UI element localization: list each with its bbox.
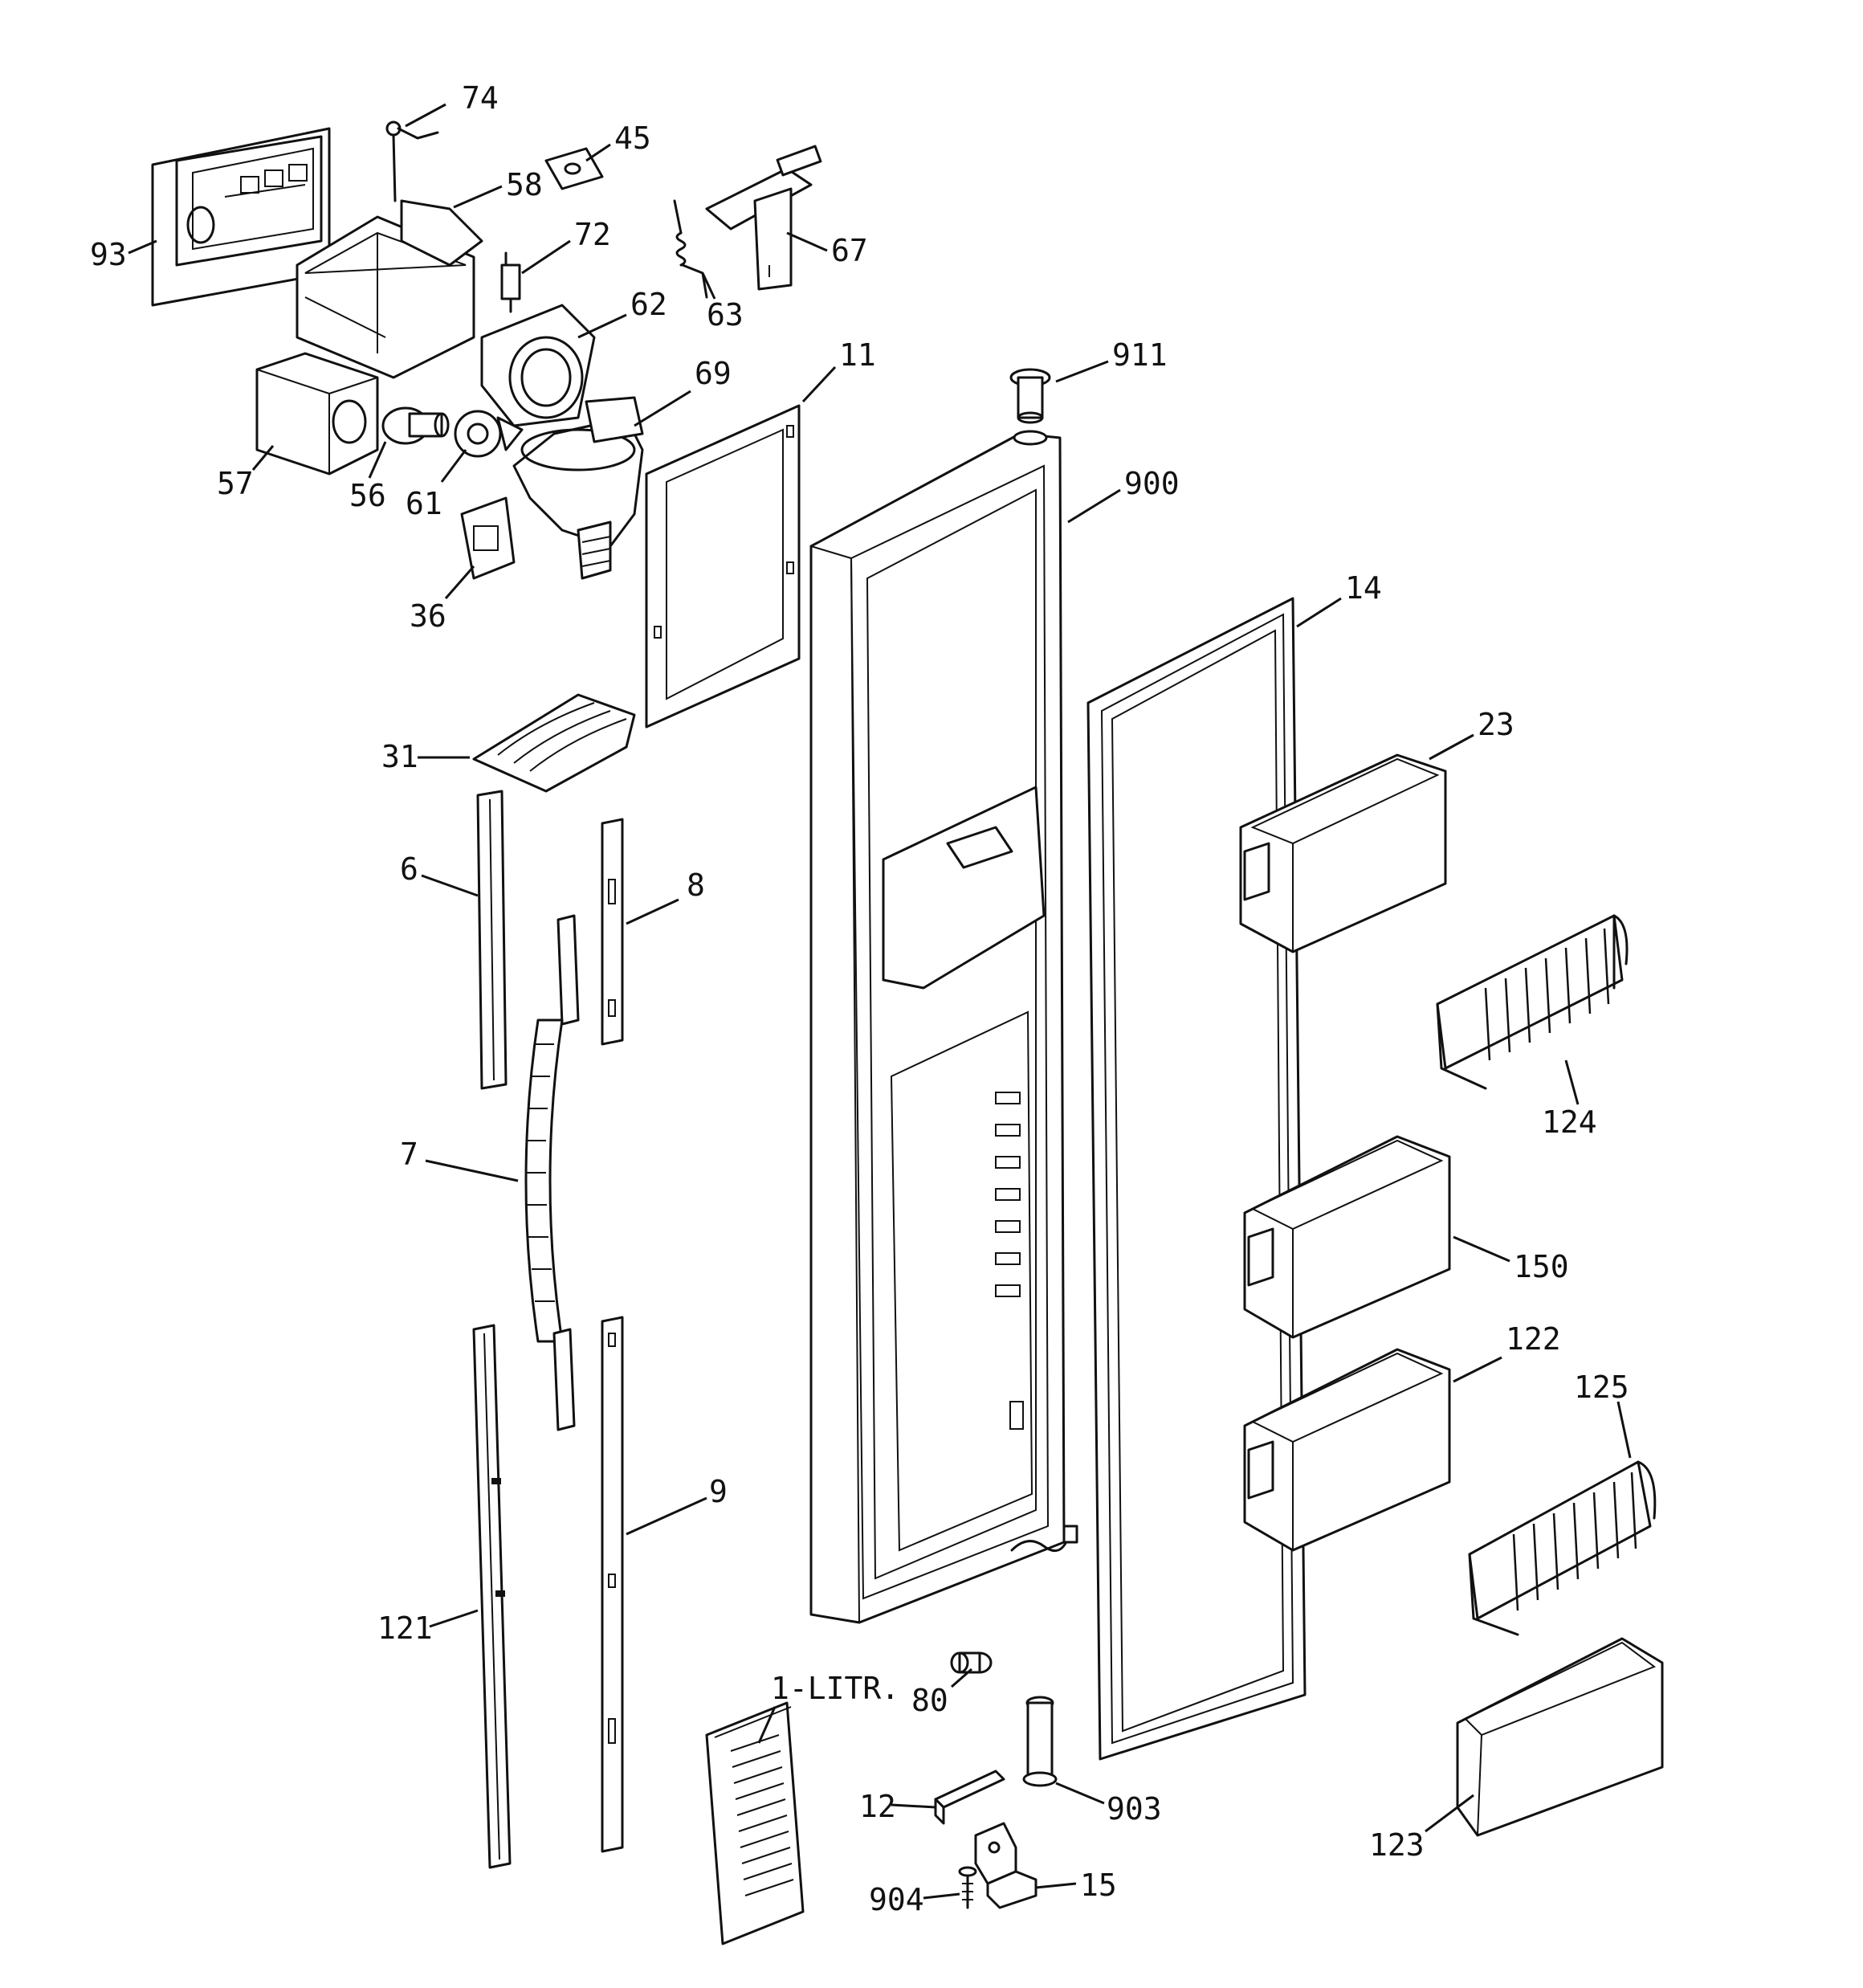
- part-67-bracket: [705, 145, 822, 291]
- callout-124: 124: [1542, 1104, 1597, 1140]
- handle-grip-ribs: [526, 1043, 555, 1302]
- leader-lines: [128, 103, 1632, 1900]
- callout-23: 23: [1478, 707, 1514, 742]
- part-123-door-bin: [1456, 1637, 1664, 1837]
- callout-903: 903: [1107, 1791, 1162, 1827]
- part-14-door-gasket: [1086, 597, 1307, 1761]
- callout-121: 121: [377, 1610, 433, 1646]
- part-8-mounting-strip: [601, 818, 624, 1046]
- part-11-dispenser-frame: [645, 404, 801, 729]
- part-63-spring: [673, 199, 708, 299]
- basket-125-bars: [1512, 1472, 1637, 1611]
- callout-80: 80: [911, 1683, 948, 1718]
- part-124-wire-basket: [1436, 914, 1629, 1090]
- callout-67: 67: [831, 233, 868, 268]
- callout-122: 122: [1506, 1321, 1561, 1357]
- callout-14: 14: [1345, 570, 1382, 606]
- callout-150: 150: [1514, 1249, 1569, 1284]
- callout-15: 15: [1080, 1868, 1117, 1903]
- door-shelf-clips: [995, 1092, 1021, 1297]
- part-23-door-bin: [1239, 753, 1447, 953]
- callout-8: 8: [687, 867, 705, 903]
- part-903-hinge-pin: [1022, 1696, 1058, 1787]
- callout-1-litr: 1-LITR.: [771, 1671, 899, 1706]
- callout-9: 9: [709, 1474, 728, 1509]
- callout-61: 61: [406, 486, 442, 521]
- callout-labels: 74 45 58 93 72 67 63 62 69 11 911 57 56 …: [90, 80, 1629, 1917]
- callout-6: 6: [400, 851, 418, 887]
- callout-911: 911: [1112, 337, 1168, 373]
- part-911-bushing: [1009, 368, 1051, 424]
- part-62-ring-housing: [480, 304, 596, 427]
- part-57-motor-box: [255, 352, 379, 476]
- part-122-door-bin: [1243, 1348, 1451, 1552]
- callout-57: 57: [217, 466, 254, 501]
- part-36-bracket: [460, 496, 516, 580]
- part-7-handle: [524, 914, 580, 1431]
- part-15-hinge: [974, 1822, 1037, 1909]
- part-904-screw: [958, 1866, 977, 1909]
- part-72-switch: [500, 251, 521, 313]
- callout-93: 93: [90, 237, 127, 272]
- callout-11: 11: [839, 337, 876, 373]
- callout-12: 12: [859, 1789, 896, 1824]
- part-93-control-panel: [151, 127, 331, 307]
- callout-123: 123: [1369, 1827, 1425, 1863]
- callout-7: 7: [400, 1137, 418, 1172]
- part-74-spring: [385, 120, 439, 202]
- part-121-trim: [472, 1324, 512, 1869]
- callout-62: 62: [630, 287, 667, 322]
- part-56-coupling: [381, 406, 450, 445]
- callout-63: 63: [707, 297, 744, 333]
- part-61-cam: [454, 410, 524, 458]
- part-58-dispenser-housing: [296, 199, 483, 379]
- callout-56: 56: [349, 478, 386, 513]
- literature-text-lines: [730, 1734, 794, 1896]
- part-6-trim: [476, 790, 508, 1090]
- part-12-bracket: [934, 1770, 1005, 1825]
- callout-36: 36: [410, 598, 446, 634]
- callout-904: 904: [869, 1882, 924, 1917]
- callout-900: 900: [1124, 466, 1180, 501]
- part-69-ice-chute: [512, 396, 644, 580]
- callout-125: 125: [1574, 1370, 1629, 1405]
- callout-58: 58: [506, 167, 543, 202]
- part-9-mounting-strip: [601, 1316, 624, 1853]
- callout-31: 31: [381, 739, 418, 774]
- callout-72: 72: [574, 217, 611, 252]
- part-900-door: [809, 430, 1078, 1624]
- part-31-grille: [472, 693, 636, 793]
- part-125-wire-basket: [1468, 1460, 1657, 1636]
- callout-74: 74: [462, 80, 499, 116]
- callout-69: 69: [695, 356, 732, 391]
- part-150-door-bin: [1243, 1135, 1451, 1339]
- callout-45: 45: [614, 120, 651, 156]
- part-1-litr-literature: [705, 1701, 805, 1945]
- basket-124-bars: [1484, 928, 1610, 1061]
